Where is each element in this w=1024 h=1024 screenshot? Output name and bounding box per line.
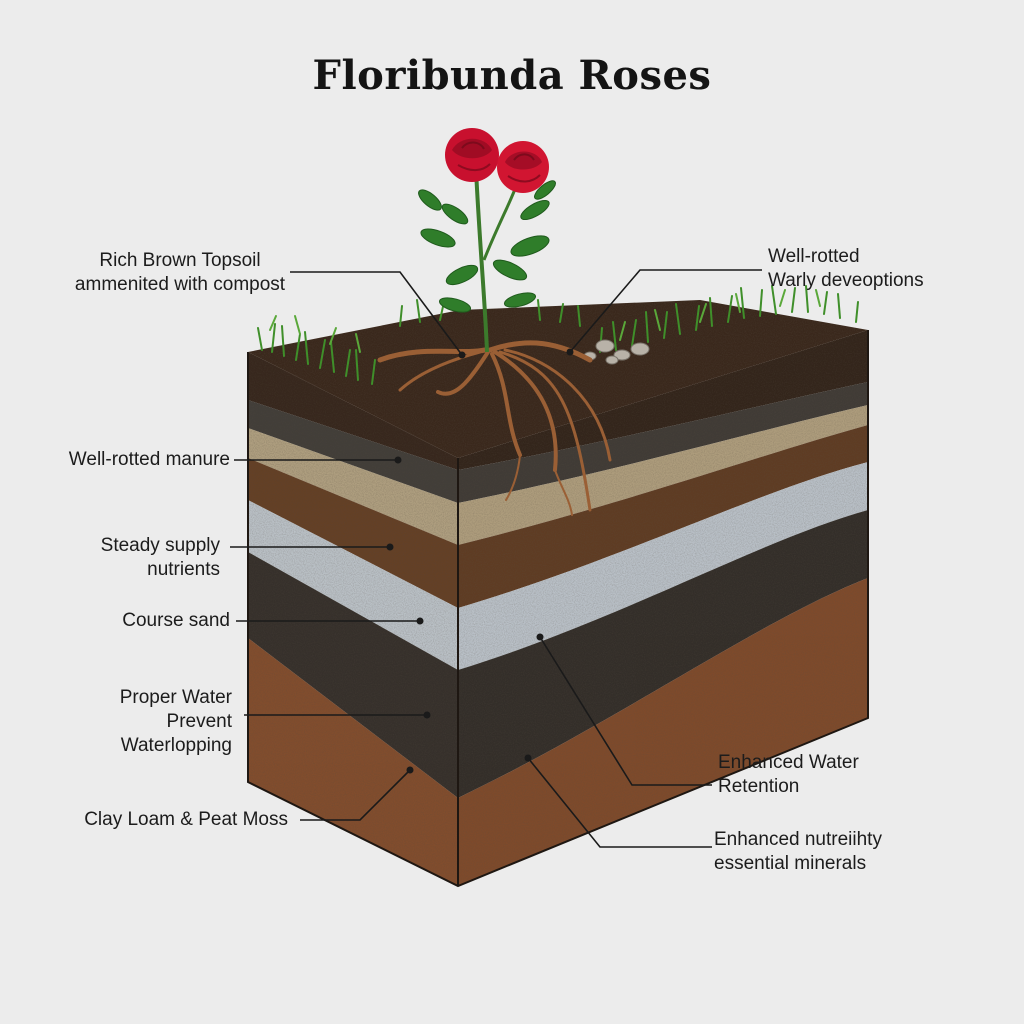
leader-lines <box>230 269 762 848</box>
soil-right-face <box>458 330 868 886</box>
rose-flower-left <box>445 128 499 182</box>
leader-topsoil <box>290 271 463 356</box>
label-clay-loam: Clay Loam & Peat Moss <box>84 809 288 830</box>
label-topsoil: Rich Brown Topsoil ammenited with compos… <box>74 250 286 295</box>
label-steady-supply: Steady supply nutrients <box>100 535 220 580</box>
leader-retention <box>539 636 712 786</box>
leader-minerals <box>527 757 712 848</box>
block-outline <box>247 330 869 888</box>
diagram-title: Floribunda Roses <box>312 52 712 99</box>
rose-leaves <box>418 180 556 313</box>
label-course-sand: Course sand <box>122 610 230 631</box>
label-manure: Well-rotted manure <box>68 449 230 470</box>
soil-front-face <box>248 352 458 886</box>
label-nutrients-minerals: Enhanced nutreiihty essential minerals <box>714 829 882 874</box>
grass <box>257 285 859 385</box>
leader-well-rotted-right <box>569 269 762 353</box>
label-well-rotted-right: Well-rotted Warly deveoptions <box>768 246 924 291</box>
rose-flower-right <box>497 141 549 193</box>
label-proper-water: Proper Water Prevent Waterlopping <box>119 687 232 756</box>
leader-dots <box>386 348 574 774</box>
pebbles <box>583 339 650 365</box>
leader-clay <box>300 769 411 821</box>
rose-roots <box>377 340 612 516</box>
label-water-retention: Enhanced Water Retention <box>718 752 859 797</box>
